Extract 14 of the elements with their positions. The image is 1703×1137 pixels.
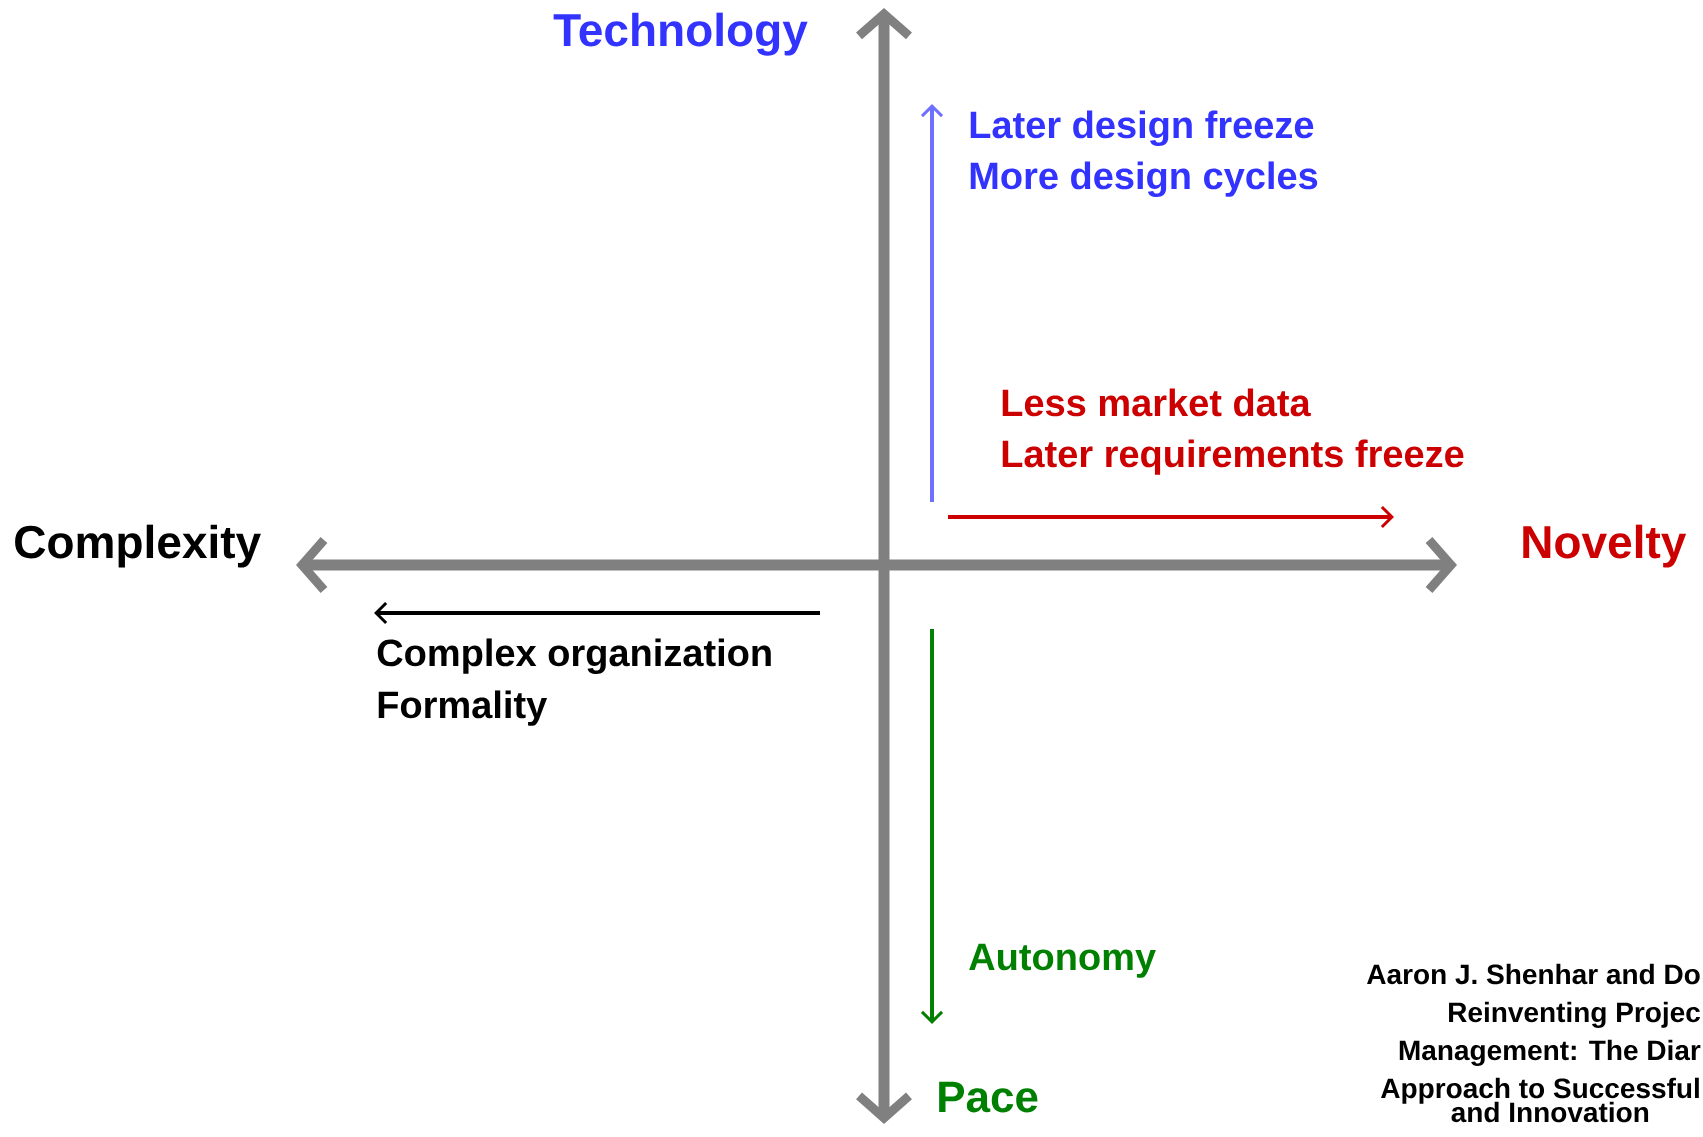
axis-label: Technology bbox=[553, 12, 808, 56]
axis-label: Novelty bbox=[1523, 524, 1687, 568]
axis-label: Pace bbox=[939, 1081, 1038, 1113]
effect-label: Complex organization bbox=[377, 638, 771, 675]
effect-label: Less market data bbox=[1002, 388, 1311, 417]
citation-text: Management: The Diar bbox=[1399, 1039, 1701, 1066]
effect-label: Autonomy bbox=[969, 943, 1156, 978]
effect-label: Formality bbox=[378, 690, 548, 726]
citation-text: Reinventing Projec bbox=[1449, 1001, 1700, 1028]
effect-label: More design cycles bbox=[970, 161, 1318, 198]
citation-text: Aaron J. Shenhar and Do bbox=[1367, 963, 1700, 985]
effect-label: Later requirements freeze bbox=[1002, 439, 1464, 475]
axis-label: Complexity bbox=[15, 524, 261, 568]
effect-label: Later design freeze bbox=[970, 110, 1314, 147]
